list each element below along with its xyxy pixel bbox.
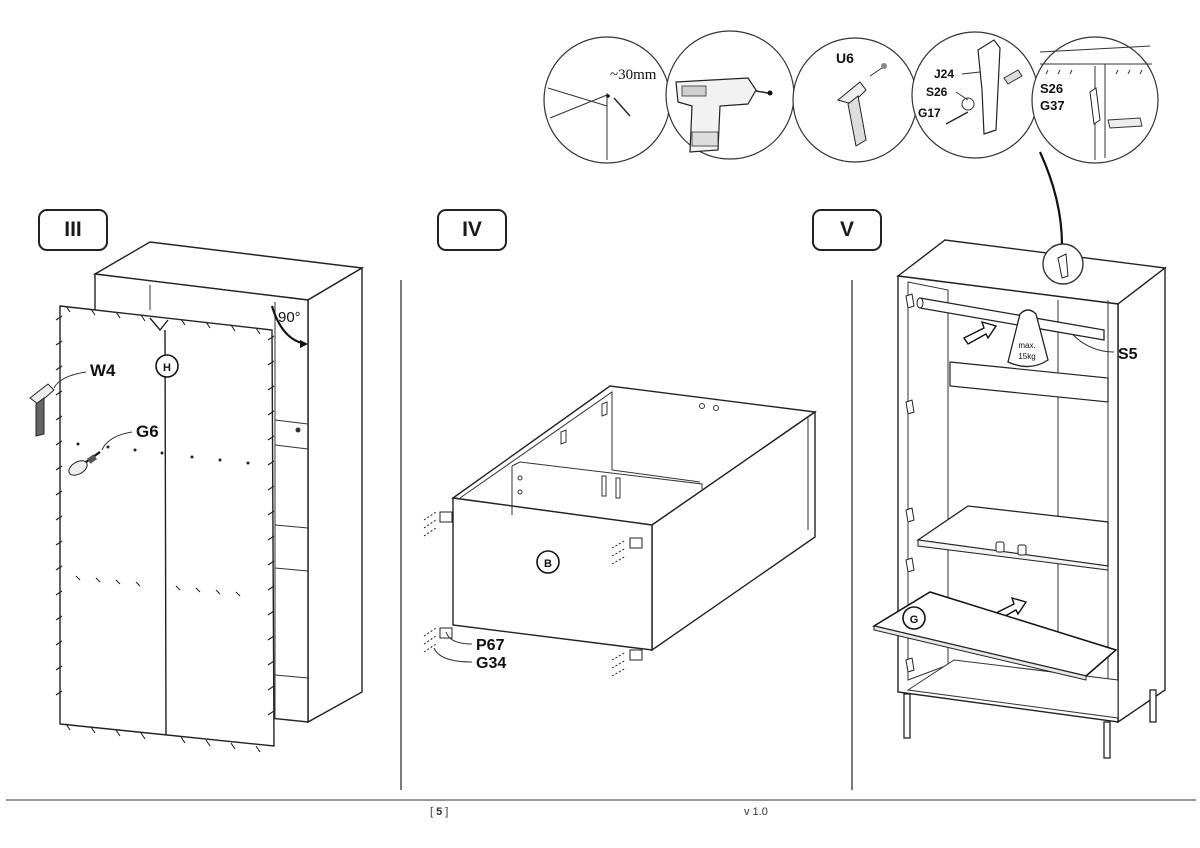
detail-hammer: U6 [792,37,918,163]
hammer-icon [29,383,55,437]
panel-h-label: H [163,362,171,374]
p67-label: P67 [476,637,505,654]
step-iii-drawing: 90° H W4 G6 [29,241,365,753]
version-label: v 1.0 [744,806,768,818]
step-iv-badge: IV [437,209,507,251]
step-v-drawing: max. 15kg S5 G [872,239,1167,759]
drawer-front-b [452,497,653,651]
step-iii-label: III [64,218,82,241]
step-iv-drawing: B P67 G34 [423,385,817,677]
hammer-icon [836,81,867,147]
cabinet-side [307,266,363,724]
detail-circles: ~30mm U6 J24 [543,30,1159,246]
step-v-label: V [839,218,854,241]
detail-drill [665,30,795,160]
w4-label: W4 [90,361,116,380]
panel-b-label: B [544,558,552,570]
g6-label: G6 [136,422,159,441]
angle-label: 90° [278,309,301,326]
detail-wall: S26 G37 [1031,36,1159,164]
s26-label-a: S26 [926,85,948,99]
detail-distance: ~30mm [543,36,671,164]
page-number: [ 5 ] [430,806,449,818]
drill-icon [675,77,773,153]
panel-b-marker [536,550,560,574]
s26-label-b: S26 [1040,81,1063,96]
step-v-badge: V [812,209,882,251]
g37-label: G37 [1040,98,1065,113]
panel-h-marker [155,354,179,378]
j24-label: J24 [934,67,954,81]
panel-g-label: G [910,614,919,626]
s5-label: S5 [1118,346,1138,363]
detail-leader [1038,151,1064,246]
detail-bracket: J24 S26 G17 [911,31,1039,159]
panel-g-marker [902,606,926,630]
step-iii-badge: III [38,209,108,251]
g17-label: G17 [918,106,941,120]
wardrobe-legs [903,689,1157,759]
screwdriver-icon [68,451,101,476]
insert-arrow-top [962,320,998,345]
step-iv-label: IV [462,218,482,241]
weight-label: 15kg [1018,352,1035,361]
u6-label: U6 [836,50,854,66]
back-panel [59,305,275,747]
distance-label: ~30mm [610,67,657,83]
g34-label: G34 [476,655,506,672]
max-load-tag [1007,309,1049,368]
max-label: max. [1018,341,1035,350]
